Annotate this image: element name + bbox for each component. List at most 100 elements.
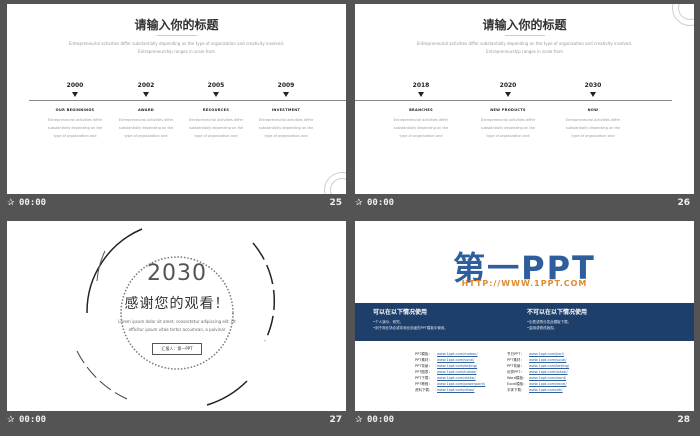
link-value[interactable]: www.1ppt.com/moban/ <box>437 352 478 356</box>
presenter-button: 汇报人：第一PPT <box>152 343 202 355</box>
can-use-line: •个人演示、研究。 <box>373 320 404 324</box>
link-row: 优秀PPT： www.1ppt.com/xiazai/ <box>507 369 657 375</box>
link-value[interactable]: www.1ppt.com/tubiao/ <box>437 370 477 374</box>
slide-thumbnail-25[interactable]: 请输入你的标题 Entrepreneurial activities diffe… <box>7 4 346 214</box>
link-row: 资料下载： www.1ppt.com/ziliao/ <box>415 387 565 393</box>
title-underline <box>505 35 545 36</box>
timeline-marker-icon <box>213 92 219 97</box>
link-key: PPT教程： <box>415 382 432 386</box>
timeline-year: 2002 <box>137 82 155 89</box>
timeline-marker-icon <box>418 92 424 97</box>
timeline-line <box>29 100 346 101</box>
slide-preview[interactable]: 第一PPT HTTP://WWW.1PPT.COM 可以在以下情况使用 •个人演… <box>355 221 694 411</box>
slide-subtitle: Entrepreneurial activities differ substa… <box>68 41 285 54</box>
slide-status-bar: ✰ 00:00 28 <box>355 411 694 431</box>
title-underline <box>157 35 197 36</box>
link-value[interactable]: www.1ppt.com/jieri/ <box>529 352 564 356</box>
star-icon[interactable]: ✰ <box>355 198 363 208</box>
timeline-marker-icon <box>143 92 149 97</box>
corner-arc-decoration <box>678 4 694 20</box>
link-value[interactable]: www.1ppt.com/powerpoint/ <box>437 382 486 386</box>
cannot-use-title: 不可以在以下情况使用 <box>527 309 588 316</box>
link-key: PPT背景： <box>415 364 432 368</box>
timeline-desc: Entrepreneurial activities differ substa… <box>118 118 174 138</box>
slide-subtitle: Entrepreneurial activities differ substa… <box>416 41 633 54</box>
timeline-label: RESOURCES <box>202 108 230 112</box>
link-value[interactable]: www.1ppt.com/sucai/ <box>437 358 475 362</box>
link-value[interactable]: www.1ppt.com/ziliao/ <box>437 388 475 392</box>
timeline-desc: Entrepreneurial activities differ substa… <box>188 118 244 138</box>
timeline-label: NEW PRODUCTS <box>490 108 526 112</box>
slide-thumbnail-27[interactable]: 2030 感谢您的观看！ Lorem ipsum dolor sit amet,… <box>7 221 346 431</box>
cannot-use-column: 不可以在以下情况使用 •出售或再分发此模板下载。 •盗用或修改版权。 <box>527 307 687 331</box>
link-key: 资料下载： <box>415 388 433 392</box>
slide-title: 请输入你的标题 <box>134 18 219 32</box>
link-row: 字体下载：www.1ppt.com/ziti/ <box>507 387 657 393</box>
link-value[interactable]: www.1ppt.com/beijing/ <box>529 364 570 368</box>
timeline-label: INVESTMENT <box>271 108 301 112</box>
can-use-column: 可以在以下情况使用 •个人演示、研究。 •用于商业场合或非商业用途的PPT模板中… <box>373 307 533 331</box>
link-key: Word模板： <box>507 376 527 380</box>
slide-timing: 00:00 <box>367 415 395 425</box>
link-value[interactable]: www.1ppt.com/xiazai/ <box>437 376 476 380</box>
link-value[interactable]: www.1ppt.com/xiazai/ <box>529 370 568 374</box>
link-row: PPT背景： www.1ppt.com/beijing/ <box>415 363 565 369</box>
link-row: PPT下载：www.1ppt.com/xiazai/ <box>415 375 565 381</box>
slide-timing: 00:00 <box>367 198 395 208</box>
link-key: PPT素材： <box>507 358 524 362</box>
link-value[interactable]: www.1ppt.com/sucai/ <box>529 358 567 362</box>
slide-timing: 00:00 <box>19 198 47 208</box>
timeline-desc: Entrepreneurial activities differ substa… <box>480 118 536 138</box>
thanks-heading: 感谢您的观看！ <box>124 296 230 312</box>
slide-thumbnail-26[interactable]: 请输入你的标题 Entrepreneurial activities diffe… <box>355 4 694 214</box>
end-year: 2030 <box>147 261 207 286</box>
timeline-desc: Entrepreneurial activities differ substa… <box>565 118 621 138</box>
star-icon[interactable]: ✰ <box>7 415 15 425</box>
link-row: PPT背景： www.1ppt.com/beijing/ <box>507 363 657 369</box>
link-row: PPT图表：www.1ppt.com/tubiao/ <box>415 369 565 375</box>
slide-status-bar: ✰ 00:00 26 <box>355 194 694 214</box>
slide-status-bar: ✰ 00:00 25 <box>7 194 346 214</box>
link-key: 优秀PPT： <box>507 370 524 374</box>
slide-thumbnail-28[interactable]: 第一PPT HTTP://WWW.1PPT.COM 可以在以下情况使用 •个人演… <box>355 221 694 431</box>
link-value[interactable]: www.1ppt.com/excel/ <box>529 382 567 386</box>
timeline-marker-icon <box>505 92 511 97</box>
link-row: Excel模板：www.1ppt.com/excel/ <box>507 381 657 387</box>
slide-preview[interactable]: 2030 感谢您的观看！ Lorem ipsum dolor sit amet,… <box>7 221 346 411</box>
timeline-label: OUR BEGINNINGS <box>55 108 95 112</box>
link-row: PPT模板：www.1ppt.com/moban/ <box>415 351 565 357</box>
slide-title: 请输入你的标题 <box>482 18 567 32</box>
slide-preview[interactable]: 请输入你的标题 Entrepreneurial activities diffe… <box>7 4 346 194</box>
link-row: 节日PPT： www.1ppt.com/jieri/ <box>507 351 657 357</box>
corner-arc-decoration <box>324 172 346 194</box>
timeline-label: AWARD <box>137 108 155 112</box>
timeline-year: 2020 <box>499 82 517 89</box>
usage-banner: 可以在以下情况使用 •个人演示、研究。 •用于商业场合或非商业用途的PPT模板中… <box>355 303 694 341</box>
cannot-use-line: •出售或再分发此模板下载。 <box>527 320 572 324</box>
corner-arc-decoration <box>330 178 346 194</box>
link-key: 节日PPT： <box>507 352 524 356</box>
timeline-marker-icon <box>283 92 289 97</box>
star-icon[interactable]: ✰ <box>7 198 15 208</box>
can-use-title: 可以在以下情况使用 <box>373 309 428 316</box>
timeline-line <box>355 100 672 101</box>
link-key: Excel模板： <box>507 382 527 386</box>
link-value[interactable]: www.1ppt.com/word/ <box>529 376 566 380</box>
slide-status-bar: ✰ 00:00 27 <box>7 411 346 431</box>
timeline-year: 2000 <box>66 82 84 89</box>
brand-url: HTTP://WWW.1PPT.COM <box>461 279 588 288</box>
link-key: PPT背景： <box>507 364 524 368</box>
slide-preview[interactable]: 请输入你的标题 Entrepreneurial activities diffe… <box>355 4 694 194</box>
timeline-year: 2005 <box>207 82 225 89</box>
left-link-list: PPT模板：www.1ppt.com/moban/ PPT素材： www.1ppt… <box>415 351 565 393</box>
slide-timing: 00:00 <box>19 415 47 425</box>
cannot-use-line: •盗用或修改版权。 <box>527 326 558 330</box>
slide-number: 27 <box>329 415 342 425</box>
link-value[interactable]: www.1ppt.com/beijing/ <box>437 364 478 368</box>
link-value[interactable]: www.1ppt.com/ziti/ <box>529 388 563 392</box>
timeline-desc: Entrepreneurial activities differ substa… <box>393 118 449 138</box>
ring-decoration <box>76 228 275 406</box>
slide-number: 28 <box>677 415 690 425</box>
timeline-desc: Entrepreneurial activities differ substa… <box>258 118 314 138</box>
star-icon[interactable]: ✰ <box>355 415 363 425</box>
